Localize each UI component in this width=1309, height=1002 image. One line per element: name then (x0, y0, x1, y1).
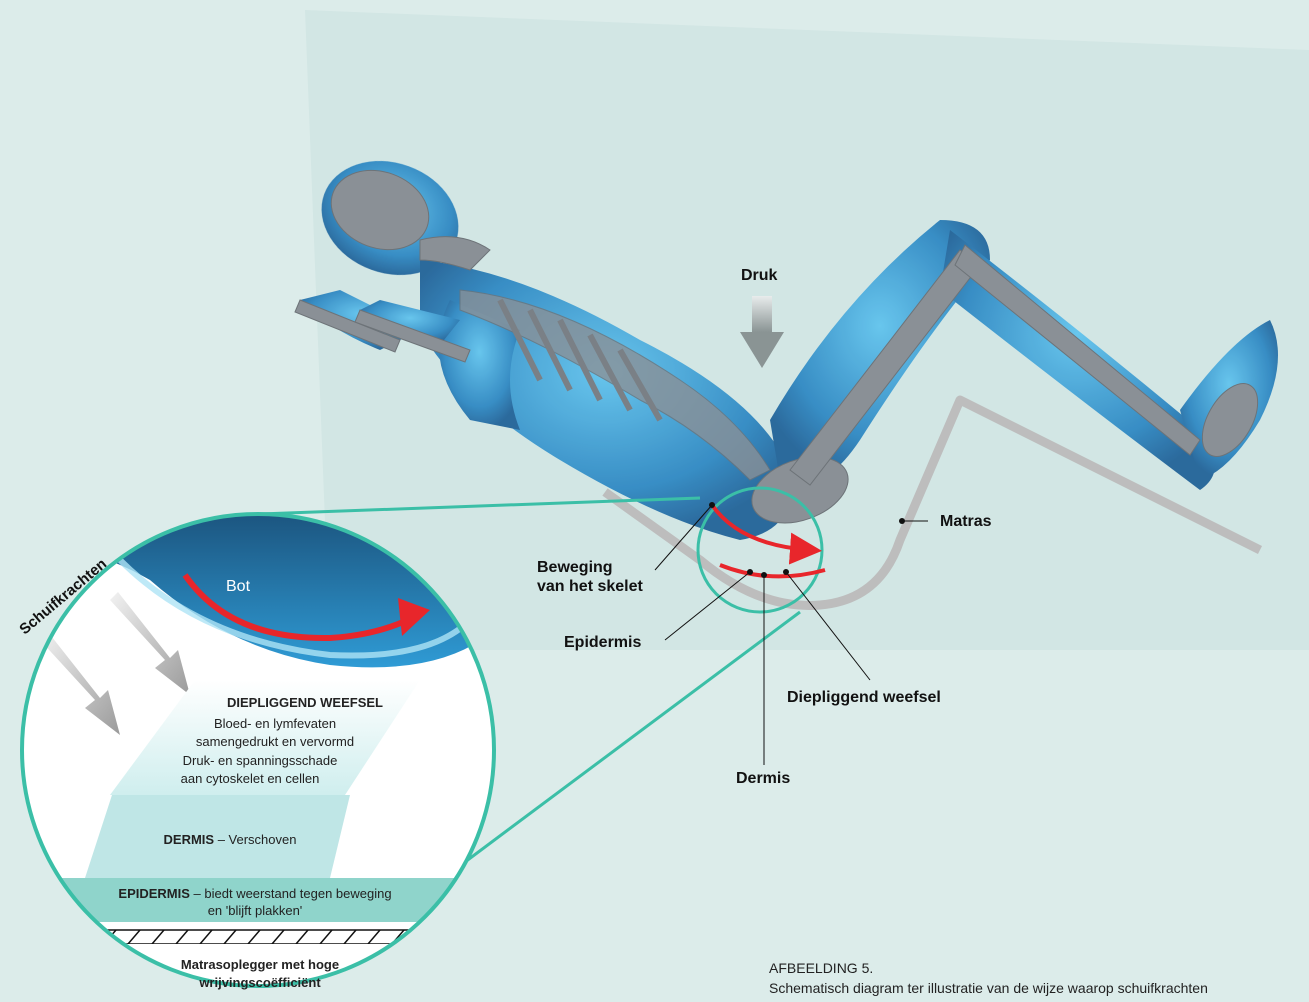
label-beweging-line1: Beweging (537, 558, 613, 578)
zoom-mattress-line2: wrijvingscoëfficiënt (110, 974, 410, 992)
figure-caption: AFBEELDING 5. Schematisch diagram ter il… (769, 958, 1309, 998)
label-bot: Bot (226, 577, 250, 597)
zoom-dermis-text: DERMIS – Verschoven (120, 831, 340, 849)
label-dermis: Dermis (736, 769, 790, 789)
caption-text: Schematisch diagram ter illustratie van … (769, 978, 1309, 998)
zoom-epidermis-line1: EPIDERMIS – biedt weerstand tegen bewegi… (70, 885, 440, 903)
zoom-mattress-line1: Matrasoplegger met hoge (110, 956, 410, 974)
label-diepliggend-weefsel: Diepliggend weefsel (787, 688, 941, 708)
label-druk: Druk (741, 266, 777, 286)
zoom-epidermis-line2: en 'blijft plakken' (70, 902, 440, 920)
zoom-deep-line1: Bloed- en lymfevaten (170, 715, 380, 733)
label-epidermis: Epidermis (564, 633, 641, 653)
zoom-deep-line2: samengedrukt en vervormd (170, 733, 380, 751)
label-matras: Matras (940, 512, 992, 532)
zoom-deep-tissue-title: DIEPLIGGEND WEEFSEL (200, 694, 410, 712)
caption-title: AFBEELDING 5. (769, 958, 1309, 978)
zoom-deep-line3: Druk- en spanningsschade (155, 752, 365, 770)
zoom-deep-line4: aan cytoskelet en cellen (145, 770, 355, 788)
label-beweging-line2: van het skelet (537, 577, 643, 597)
